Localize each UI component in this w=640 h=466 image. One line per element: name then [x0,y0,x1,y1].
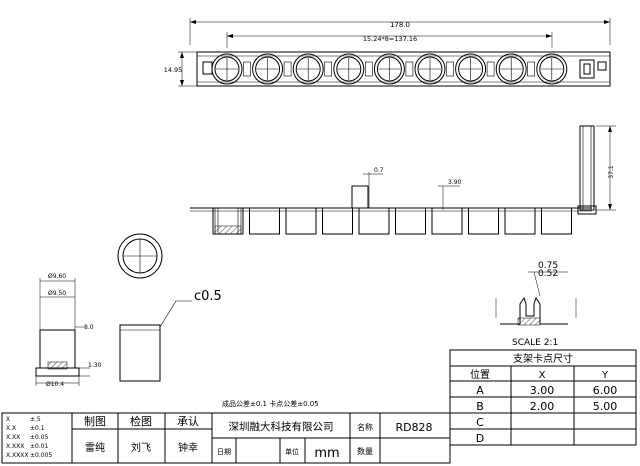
tolerance-key: X.XX [6,434,20,441]
side-cup [468,207,499,235]
scale-label: SCALE 2:1 [512,338,558,348]
dim-detail-top: 0.75 [538,261,558,271]
tolerance-value: ±0.05 [30,434,49,441]
tolerance-value: ±.5 [30,416,41,423]
tolerance-value: ±0.01 [30,443,49,450]
clip-row-c-pos: C [476,416,484,429]
clip-table-header-pos: 位置 [470,368,490,381]
side-cup [285,207,317,235]
dim-overall-length: 178.0 [390,21,410,29]
dim-dia-base: Ø10.4 [46,381,64,388]
side-view-strip: 0.7 3.90 [190,167,592,235]
qty-label: 数量 [357,446,373,456]
clip-dimension-table: 支架卡点尺寸 位置 X Y A 3.00 6.00 B 2.00 5.00 C … [449,349,637,446]
clip-table-header-x: X [539,370,546,381]
cup-section-view: Ø9.60 Ø9.50 8.0 1.30 Ø10.4 [35,273,102,388]
tolerance-key: X.XXXX [6,452,28,459]
unit-value: mm [314,446,339,461]
strip-cup [252,53,292,85]
dim-dia-outer: Ø9.60 [48,273,66,280]
side-cup [212,207,244,235]
side-cup [431,207,463,235]
strip-cup [495,53,536,85]
end-view: 37.1 [577,125,616,215]
clip-row-d-pos: D [476,432,484,445]
strip-cup [414,53,454,85]
dim-bottom-height: 1.30 [88,362,102,369]
clip-table-title: 支架卡点尺寸 [513,352,573,365]
side-cup [322,207,353,235]
title-block: X ±.5X.X ±0.1X.XX ±0.05X.XXX ±0.01X.XXXX±0.0… [1,412,451,464]
company-name: 深圳融大科技有限公司 [229,420,334,433]
side-cup [541,207,572,235]
approved-label: 承认 [177,415,199,428]
strip-cup [455,53,495,85]
tolerance-key: X.XXX [6,443,24,450]
unit-label: 单位 [285,447,299,456]
checked-by: 刘飞 [131,442,151,454]
tolerance-key: X [6,416,10,423]
strip-cup [373,53,414,85]
dim-chamfer: c0.5 [194,289,222,304]
dim-detail-mid: 0.52 [538,269,558,279]
single-cup-top-view [117,233,163,279]
drawn-by: 雷纯 [85,441,105,454]
strip-cup [211,53,251,85]
detail-view: 0.75 0.52 SCALE 2:1 [495,261,577,348]
dim-small-width: 0.7 [374,167,384,174]
approved-by: 钟幸 [178,441,198,454]
top-view-strip: 178.0 15.24*8=137.16 14.95 [164,18,611,87]
clip-row-a-x: 3.00 [530,384,555,397]
clip-table-header-y: Y [601,370,609,381]
side-cup [249,207,280,235]
clip-row-b-y: 5.00 [593,400,618,413]
part-name: RD828 [395,421,432,434]
strip-cup [333,53,373,85]
clip-row-b-x: 2.00 [530,400,555,413]
clip-row-a-y: 6.00 [593,384,618,397]
tolerance-key: X.X [6,425,16,432]
drawn-label: 制图 [84,415,106,428]
side-cup [358,207,390,235]
dim-height-left: 8.0 [84,324,94,331]
dim-small-height: 3.90 [448,179,462,186]
date-label: 日期 [217,448,231,456]
tolerance-value: ±0.005 [30,452,52,459]
clip-row-b-pos: B [476,400,484,413]
tolerance-value: ±0.1 [30,425,45,432]
dim-pitch: 15.24*8=137.16 [363,35,417,43]
tolerance-note: 成品公差±0.1 卡点公差±0.05 [222,399,319,408]
side-cup [395,207,426,235]
strip-cup [292,53,333,85]
checked-label: 检图 [130,414,152,428]
dim-height: 14.95 [164,66,183,74]
clip-row-a-pos: A [476,384,484,397]
strip-cup [536,53,568,85]
name-label: 名称 [357,422,373,432]
side-cup [504,207,536,235]
dim-dia-inner: Ø9.50 [48,290,66,297]
dim-vertical-height: 37.1 [608,165,615,179]
chamfer-view: c0.5 [119,289,222,382]
